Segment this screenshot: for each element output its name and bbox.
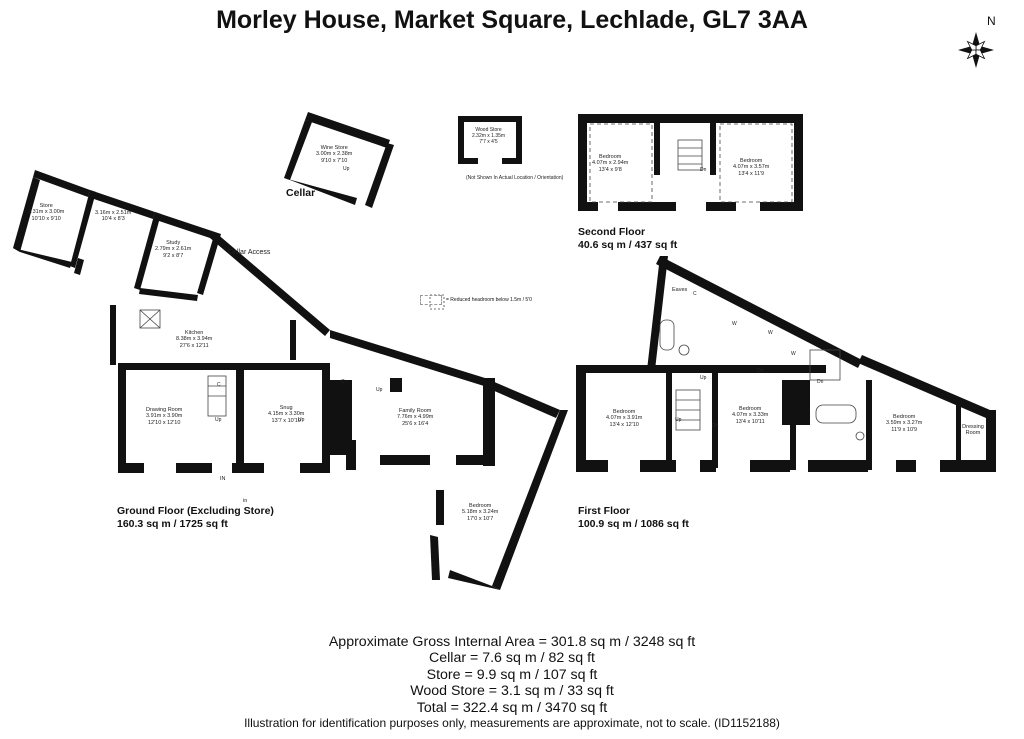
ff-stair-up-label: Up bbox=[675, 417, 682, 423]
cupboard-label: C bbox=[341, 379, 345, 385]
ff-stair-dn-label: Dn bbox=[712, 423, 719, 429]
total-area: Total = 322.4 sq m / 3470 sq ft bbox=[416, 699, 608, 716]
eaves-label: Eaves bbox=[672, 287, 688, 293]
cellar-access-label: Cellar Access bbox=[228, 249, 271, 256]
wood-store-walls bbox=[458, 116, 522, 164]
first-floor-walls bbox=[576, 256, 996, 472]
compass-rose-icon: N bbox=[950, 14, 1010, 74]
family-room-walls bbox=[330, 330, 495, 470]
ff-stair-dn-label: Dn bbox=[817, 379, 824, 385]
wood-store-note: (Not Shown In Actual Location / Orientat… bbox=[466, 175, 564, 181]
study-walls bbox=[139, 212, 221, 301]
sf-stair-dn-label: Dn bbox=[700, 167, 707, 173]
store-walls bbox=[13, 170, 96, 268]
entrance-in-lower-label: in bbox=[243, 498, 248, 504]
north-label: N bbox=[987, 14, 996, 28]
ff-cupboard-label: C bbox=[693, 291, 697, 297]
ff-wardrobe-label: W bbox=[732, 321, 737, 327]
entrance-in-label: IN bbox=[220, 476, 226, 482]
kitchen-walls bbox=[110, 305, 296, 365]
second-floor-walls bbox=[578, 114, 803, 211]
plan-title: Morley House, Market Square, Lechlade, G… bbox=[216, 6, 808, 34]
gf-bedroom-walls bbox=[430, 378, 568, 590]
utility-walls bbox=[74, 190, 161, 290]
cellar-heading: Cellar bbox=[286, 187, 316, 199]
cellar-up-label: Up bbox=[343, 166, 350, 172]
floor-plan-drawing bbox=[13, 112, 996, 590]
area-summary: Approximate Gross Internal Area = 301.8 … bbox=[0, 634, 1024, 730]
gross-area: Approximate Gross Internal Area = 301.8 … bbox=[328, 634, 696, 650]
ff-stair-up-label: Up bbox=[700, 375, 707, 381]
headroom-legend: = Reduced headroom below 1.5m / 5'0 bbox=[420, 295, 532, 305]
stair-up-label: Up bbox=[215, 417, 222, 423]
main-diagonal-wall bbox=[210, 232, 330, 336]
ff-wardrobe-label: W bbox=[768, 330, 773, 336]
ground-floor-heading: Ground Floor (Excluding Store)160.3 sq m… bbox=[117, 505, 274, 531]
cupboard-label: C bbox=[217, 382, 221, 388]
ff-stair-dn-label: Dn bbox=[757, 368, 764, 374]
stair-up-label: Up bbox=[298, 417, 305, 423]
snug-walls bbox=[244, 363, 330, 473]
legend-text: = Reduced headroom below 1.5m / 5'0 bbox=[446, 297, 532, 303]
disclaimer: Illustration for identification purposes… bbox=[244, 716, 780, 731]
drawing-room-walls bbox=[118, 363, 246, 473]
stair-up-label: Up bbox=[376, 387, 383, 393]
wood-store-area: Wood Store = 3.1 sq m / 33 sq ft bbox=[410, 683, 614, 700]
ff-wardrobe-label: W bbox=[791, 351, 796, 357]
cellar-area: Cellar = 7.6 sq m / 82 sq ft bbox=[429, 650, 595, 667]
legend-swatch bbox=[420, 295, 442, 305]
cellar-walls bbox=[284, 112, 394, 208]
store-area: Store = 9.9 sq m / 107 sq ft bbox=[426, 666, 598, 683]
dressing-room-label: Dressing Room bbox=[962, 424, 984, 437]
